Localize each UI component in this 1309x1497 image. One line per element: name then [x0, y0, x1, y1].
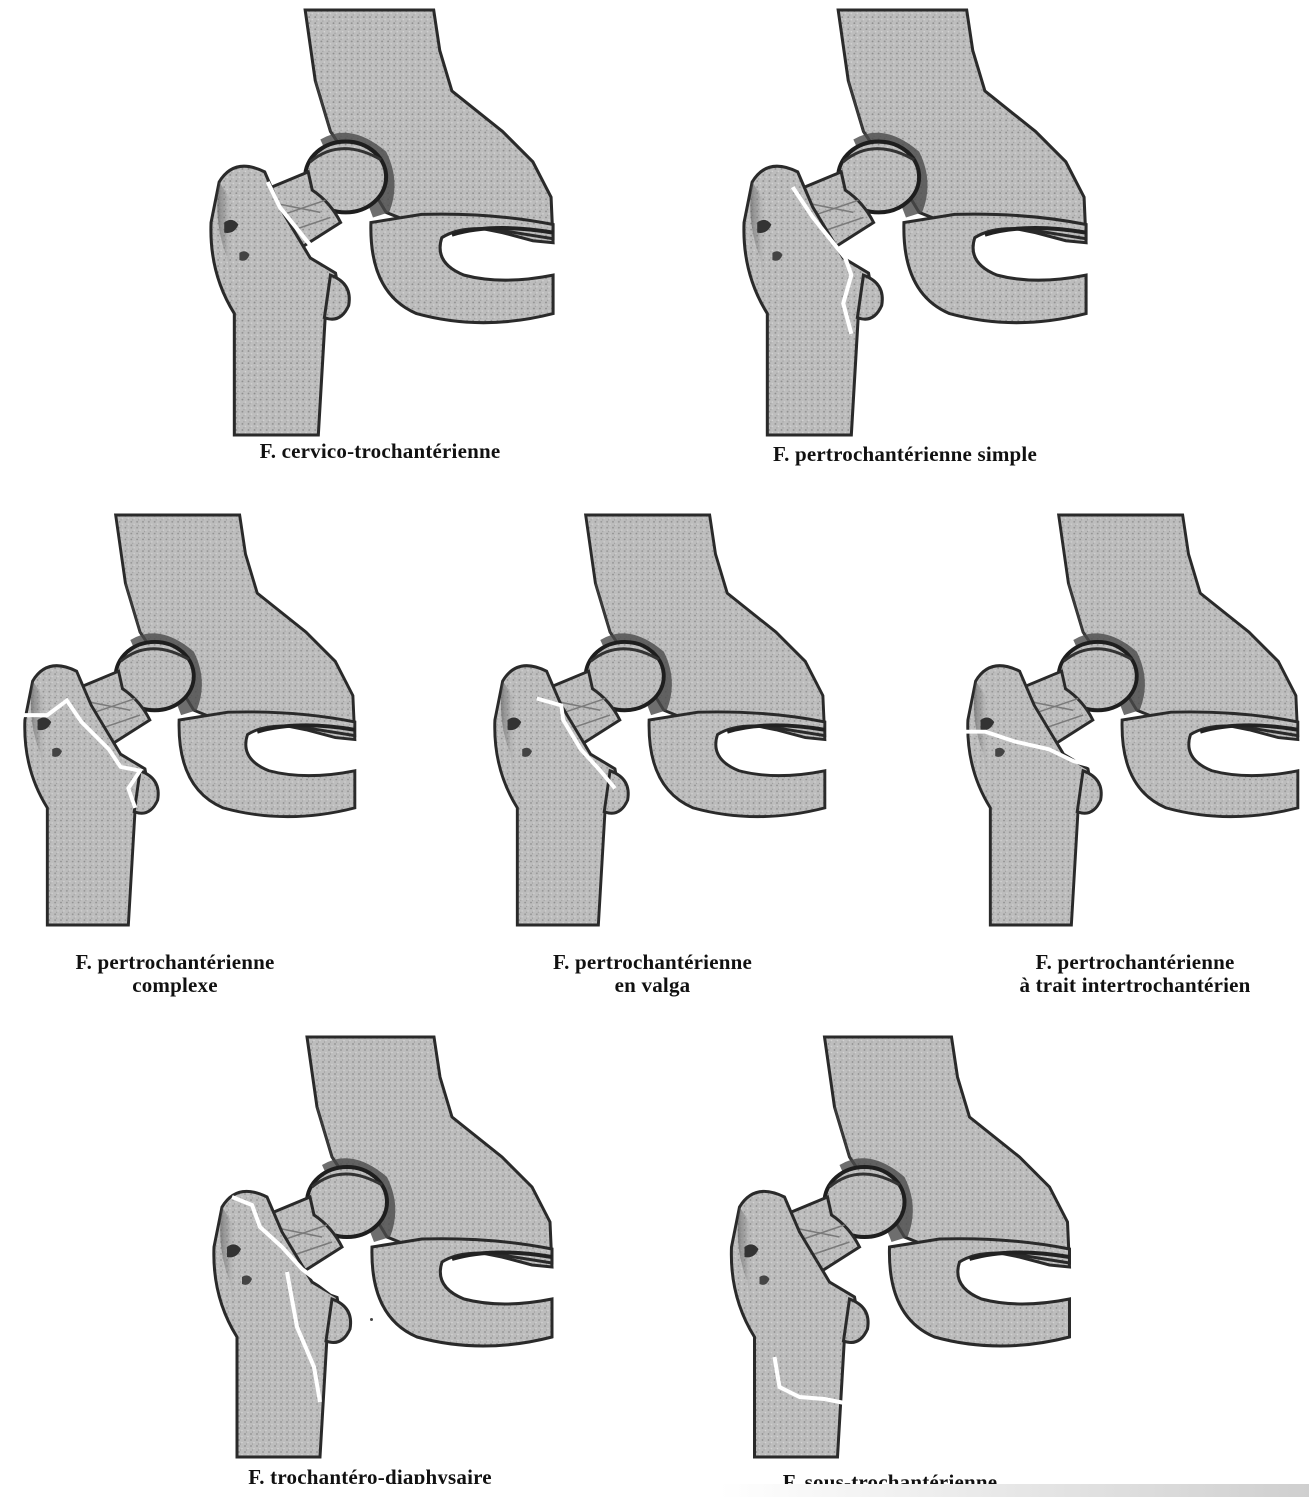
caption-line: F. pertrochantérienne	[500, 951, 805, 974]
caption-line: F. pertrochantérienne	[20, 951, 330, 974]
panel-cervico-trochanterienne	[195, 10, 557, 435]
caption-pertrochanterienne-complexe: F. pertrochantérienne complexe	[20, 951, 330, 997]
panel-pertrochanterienne-valga	[478, 515, 830, 925]
caption-line: F. pertrochantérienne simple	[720, 443, 1090, 466]
panel-pertrochanterienne-complexe	[10, 515, 358, 925]
panel-sous-trochanterienne	[712, 1037, 1077, 1457]
hip-fracture-illustration	[198, 1037, 556, 1457]
hip-fracture-illustration	[478, 515, 830, 925]
caption-pertrochanterienne-valga: F. pertrochantérienne en valga	[500, 951, 805, 997]
hip-fracture-illustration	[10, 515, 358, 925]
stray-dot	[370, 1318, 373, 1321]
hip-fracture-illustration	[712, 1037, 1077, 1457]
caption-pertrochanterienne-intertrochanterien: F. pertrochantérienne à trait intertroch…	[970, 951, 1300, 997]
caption-line: à trait intertrochantérien	[970, 974, 1300, 997]
panel-pertrochanterienne-intertrochanterien	[948, 515, 1306, 925]
hip-fracture-illustration	[730, 10, 1088, 435]
caption-line: en valga	[500, 974, 805, 997]
caption-cervico-trochanterienne: F. cervico-trochantérienne	[200, 440, 560, 463]
hip-fracture-illustration	[195, 10, 557, 435]
caption-line: F. pertrochantérienne	[970, 951, 1300, 974]
panel-pertrochanterienne-simple	[730, 10, 1088, 435]
caption-line: F. cervico-trochantérienne	[200, 440, 560, 463]
bottom-edge-shadow	[0, 1484, 1309, 1497]
caption-pertrochanterienne-simple: F. pertrochantérienne simple	[720, 443, 1090, 466]
panel-trochantero-diaphysaire	[198, 1037, 556, 1457]
caption-line: complexe	[20, 974, 330, 997]
hip-fracture-illustration	[948, 515, 1306, 925]
